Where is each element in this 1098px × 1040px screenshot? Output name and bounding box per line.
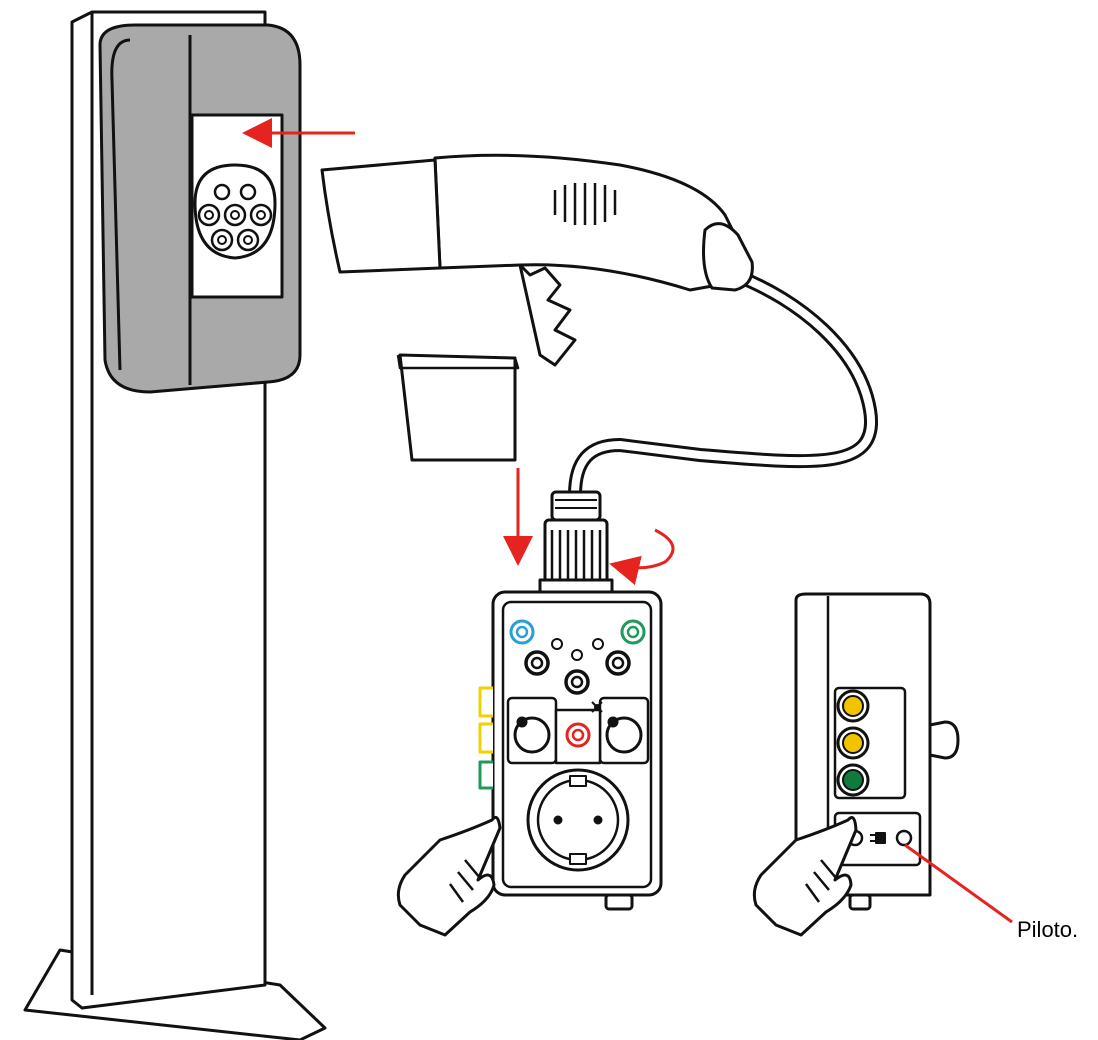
test-adapter-front bbox=[478, 490, 663, 911]
selector-knob-left[interactable] bbox=[513, 716, 551, 754]
side-tab-yellow-2 bbox=[478, 722, 493, 754]
lamp-green bbox=[836, 763, 870, 797]
pilot-label: Piloto. bbox=[1017, 917, 1078, 942]
terminal-bottom bbox=[564, 669, 590, 695]
test-adapter-side bbox=[794, 592, 960, 911]
terminal-blue bbox=[509, 619, 535, 645]
charging-post bbox=[23, 10, 327, 1040]
terminal-right bbox=[605, 650, 631, 676]
side-tab-green bbox=[478, 760, 493, 790]
schuko-socket bbox=[526, 768, 630, 872]
type2-socket bbox=[193, 163, 277, 260]
pilot-indicator bbox=[895, 829, 913, 847]
pilot-callout-line bbox=[904, 843, 1013, 924]
gun-nose bbox=[320, 158, 442, 274]
side-knob bbox=[928, 720, 960, 760]
terminal-left bbox=[524, 650, 550, 676]
side-tab-yellow-1 bbox=[478, 686, 493, 718]
pointing-hand-icon bbox=[752, 816, 858, 937]
twist-arrow bbox=[609, 528, 675, 586]
charging-gun bbox=[320, 153, 879, 496]
plug-icon bbox=[870, 832, 886, 844]
selector-knob-right[interactable] bbox=[605, 716, 643, 754]
pointing-hand-icon bbox=[396, 815, 502, 937]
terminal-red bbox=[565, 722, 591, 748]
terminal-green bbox=[620, 619, 646, 645]
gun-body bbox=[433, 153, 743, 292]
lamp-yellow-2 bbox=[836, 726, 870, 760]
connector-nut bbox=[538, 490, 614, 594]
gun-cap bbox=[398, 353, 517, 462]
fan-icon bbox=[591, 701, 603, 713]
lamp-yellow-1 bbox=[836, 689, 870, 723]
